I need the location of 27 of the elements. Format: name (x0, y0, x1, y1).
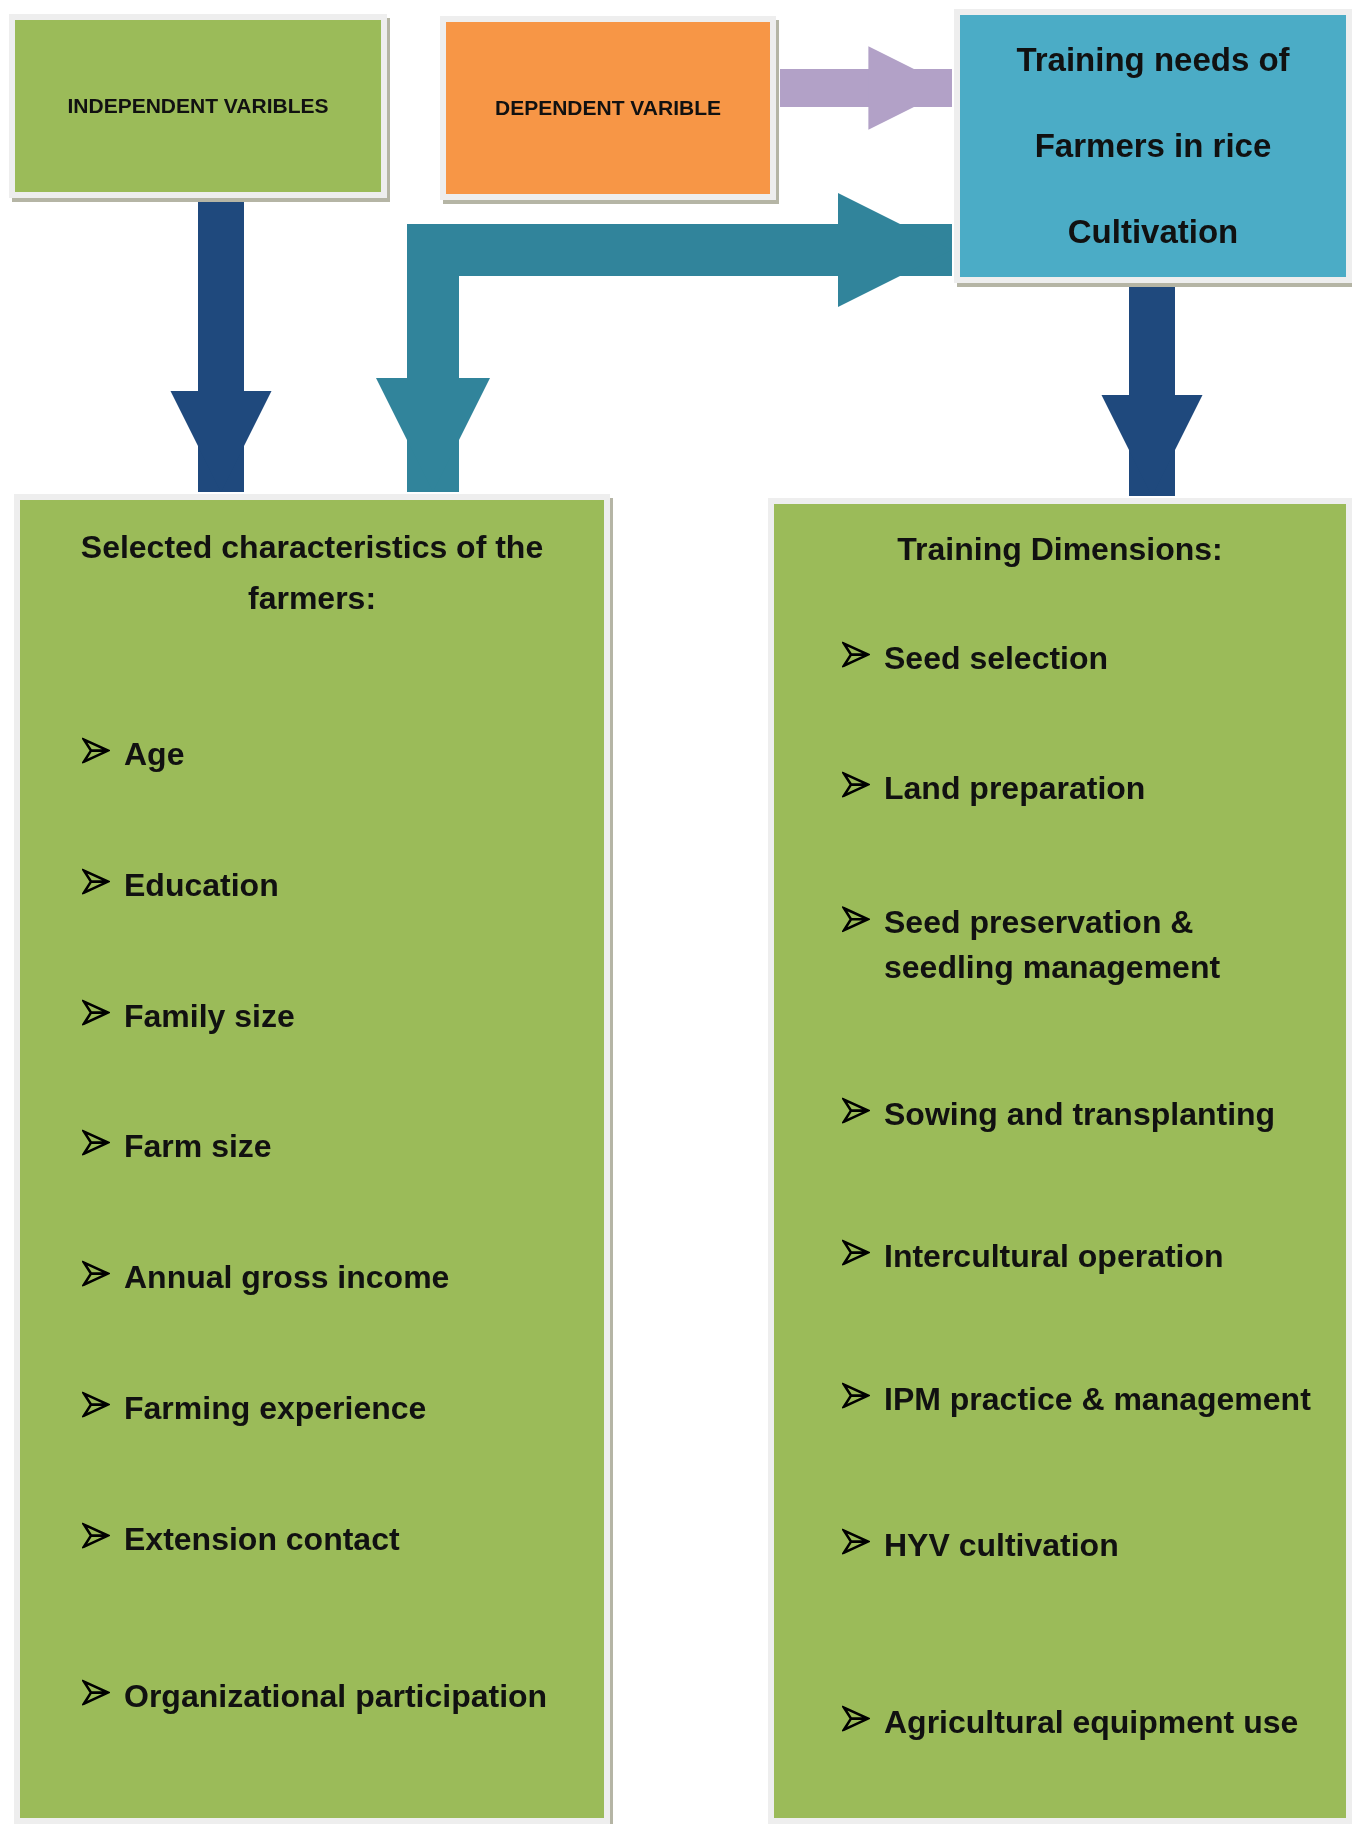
list-panel (768, 498, 1352, 1824)
list-item-text: Farm size (124, 1126, 272, 1166)
panel-heading: Training Dimensions: (896, 530, 1224, 569)
list-item-text: Family size (124, 996, 295, 1036)
list-item-text: Annual gross income (124, 1257, 450, 1297)
panel-heading: Selected characteristics of the farmers: (79, 528, 545, 619)
list-panel (14, 494, 610, 1824)
list-item-text: Education (124, 865, 279, 905)
block-arrow (375, 192, 952, 492)
list-item-text: Organizational participation (124, 1676, 548, 1716)
list-item-text: HYV cultivation (884, 1525, 1119, 1565)
list-item-text: Agricultural equipment use (884, 1702, 1299, 1742)
block-arrow (780, 46, 952, 130)
list-item-text: Age (124, 734, 185, 774)
list-item-text: Extension contact (124, 1519, 400, 1559)
box-title: DEPENDENT VARIBLE (494, 95, 722, 121)
block-arrow (1101, 285, 1203, 496)
list-item-text: IPM practice & management (884, 1379, 1311, 1419)
box-title: INDEPENDENT VARIBLES (66, 93, 330, 119)
block-arrow (170, 200, 272, 492)
list-item-text: Intercultural operation (884, 1236, 1224, 1276)
list-item-text: Seed preservation & seedling management (884, 903, 1222, 987)
list-item-text: Land preparation (884, 768, 1146, 808)
box-title: Training needs of Farmers in rice Cultivation (1015, 40, 1291, 252)
list-item-text: Seed selection (884, 638, 1109, 678)
list-item-text: Farming experience (124, 1388, 427, 1428)
list-item-text: Sowing and transplanting (884, 1094, 1276, 1134)
